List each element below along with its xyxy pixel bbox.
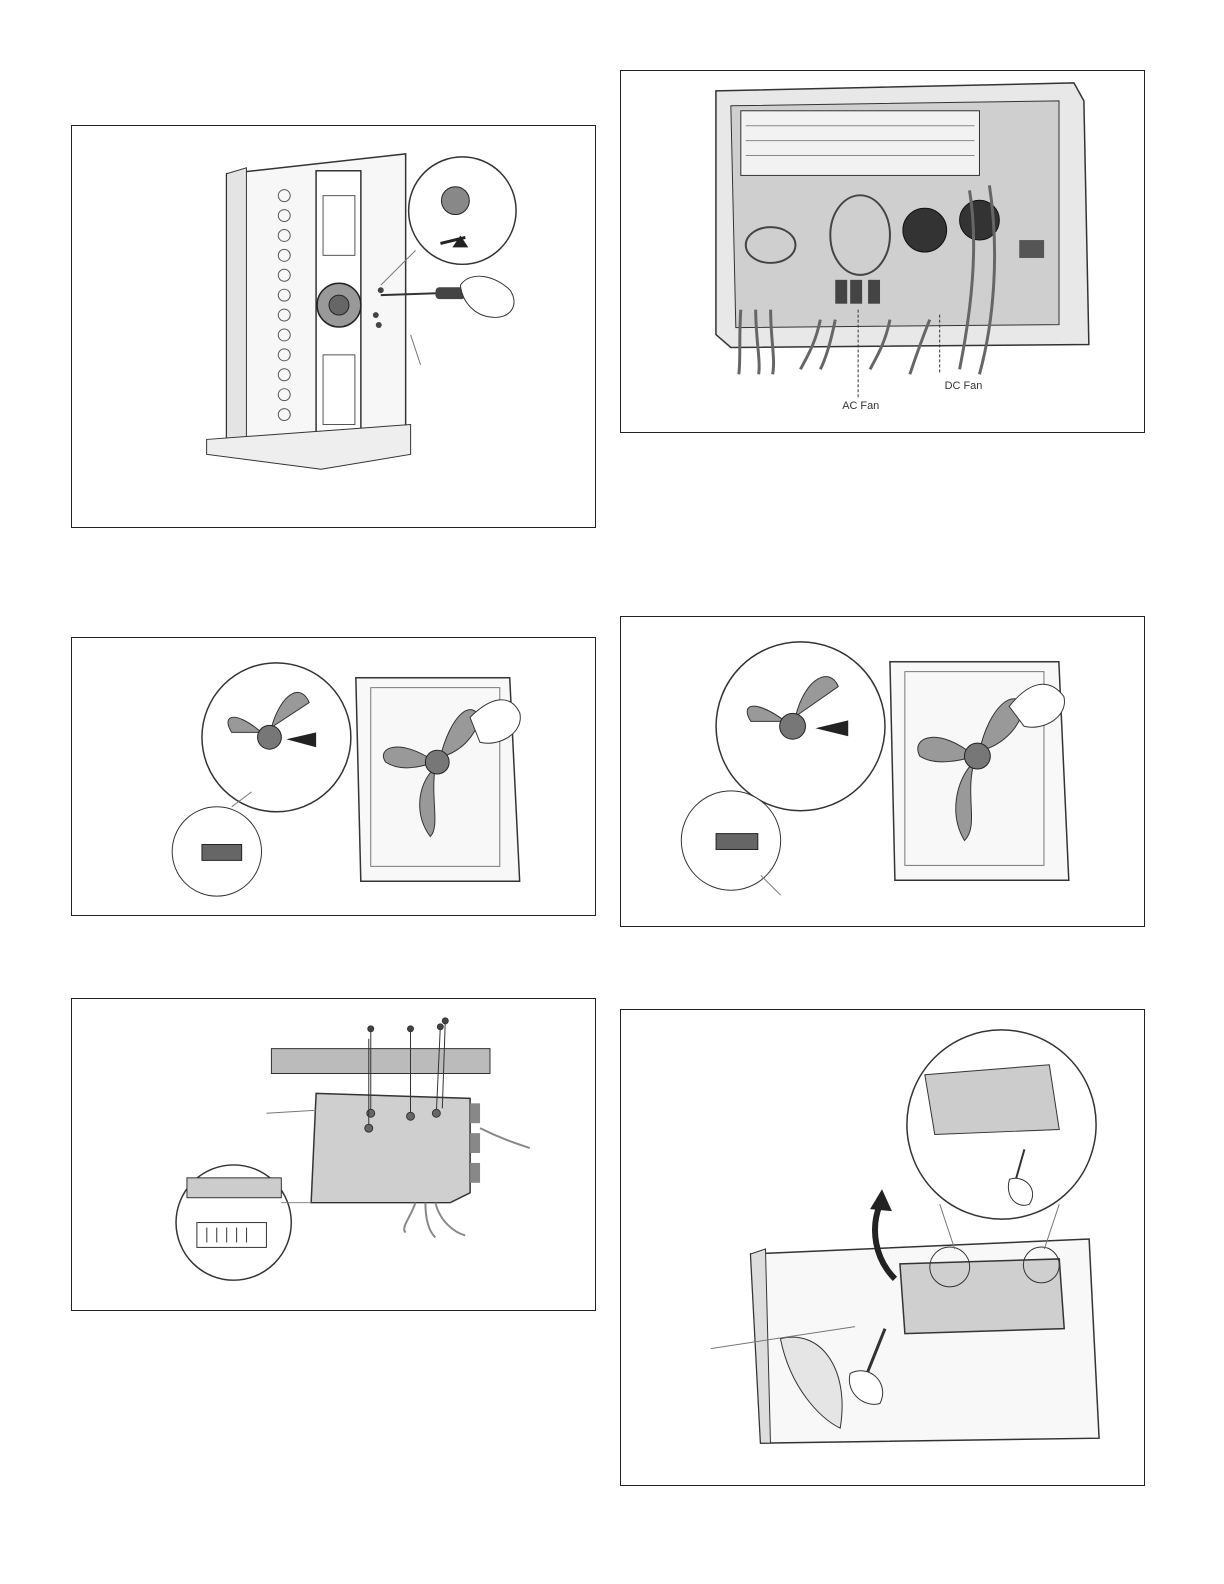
figure-control-box-cover-screws [71,998,596,1311]
figure-control-box-lift [620,1009,1145,1486]
propeller-fan-icon [621,617,1144,926]
dc-fan-label: DC Fan [945,380,983,392]
ac-fan-label: AC Fan [842,400,879,412]
propeller-fan-icon [72,638,595,915]
figure-fan-motor-removal [71,125,596,528]
outdoor-unit-icon [621,1010,1144,1485]
control-box-icon [72,999,595,1310]
circuit-board-icon: AC Fan DC Fan [621,71,1144,432]
figure-pcb-fan-connectors: AC Fan DC Fan [620,70,1145,433]
figure-propeller-fan-removal-right [620,616,1145,927]
figure-propeller-fan-removal-left [71,637,596,916]
outdoor-unit-icon [72,126,595,527]
